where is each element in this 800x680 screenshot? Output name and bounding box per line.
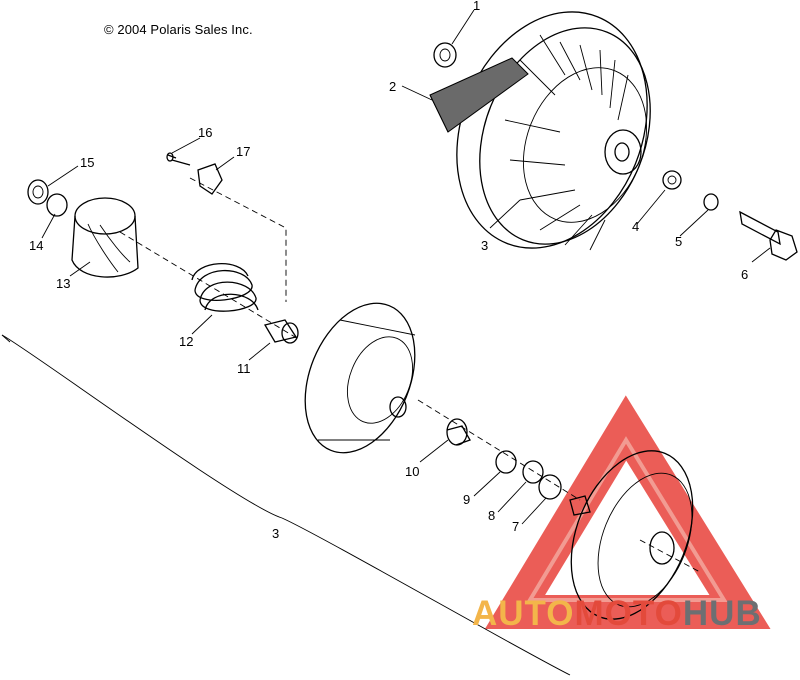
callout-11: 11 [237,361,251,376]
callout-6: 6 [741,267,748,282]
callout-1: 1 [473,0,480,13]
assembly-bracket-line [1,334,283,519]
washer-part-8 [522,460,544,484]
screw-part-16 [166,152,191,166]
callout-3a: 3 [481,238,488,253]
center-axis [119,231,701,573]
bolt-part-6 [739,210,798,261]
washer-part-9 [495,450,517,474]
lockwasher-part-5 [703,193,719,211]
leader-lines [41,9,771,525]
callout-9: 9 [463,492,470,507]
belt-part [429,57,529,133]
callout-5: 5 [675,234,682,249]
watermark-auto: AUTO [472,594,575,633]
callout-15: 15 [80,155,94,170]
bushing-part-11 [263,319,299,344]
callout-8: 8 [488,508,495,523]
watermark-text: AUTOMOTOHUB [472,594,762,634]
cam-part [71,197,139,278]
callout-labels: 1 2 3 4 5 6 16 17 15 14 13 12 11 10 9 8 … [29,0,748,541]
slider-button-part-17 [197,163,223,195]
watermark-hub: HUB [682,594,762,633]
moveable-sheave-part [304,302,416,454]
washer-part-1 [433,42,457,68]
watermark-moto: MOTO [574,594,683,633]
callout-7: 7 [512,519,519,534]
driven-sheave-part [456,11,651,251]
callout-10: 10 [405,464,419,479]
callout-3b: 3 [272,526,279,541]
spring-part [191,263,259,312]
callout-17: 17 [236,144,250,159]
bushing-part-10 [446,418,468,446]
snap-ring-part-15 [27,179,49,205]
callout-12: 12 [179,334,193,349]
fixed-sheave-part [569,450,694,620]
callout-2: 2 [389,79,396,94]
callout-4: 4 [632,219,639,234]
copyright-notice: © 2004 Polaris Sales Inc. [104,22,253,37]
washer-part-14 [46,193,68,217]
washer-part-7 [538,474,562,500]
washer-part-4 [662,170,682,190]
watermark-logo-icon [484,395,771,629]
assembly-bracket-line-lower [281,517,571,676]
callout-13: 13 [56,276,70,291]
callout-14: 14 [29,238,43,253]
callout-16: 16 [198,125,212,140]
